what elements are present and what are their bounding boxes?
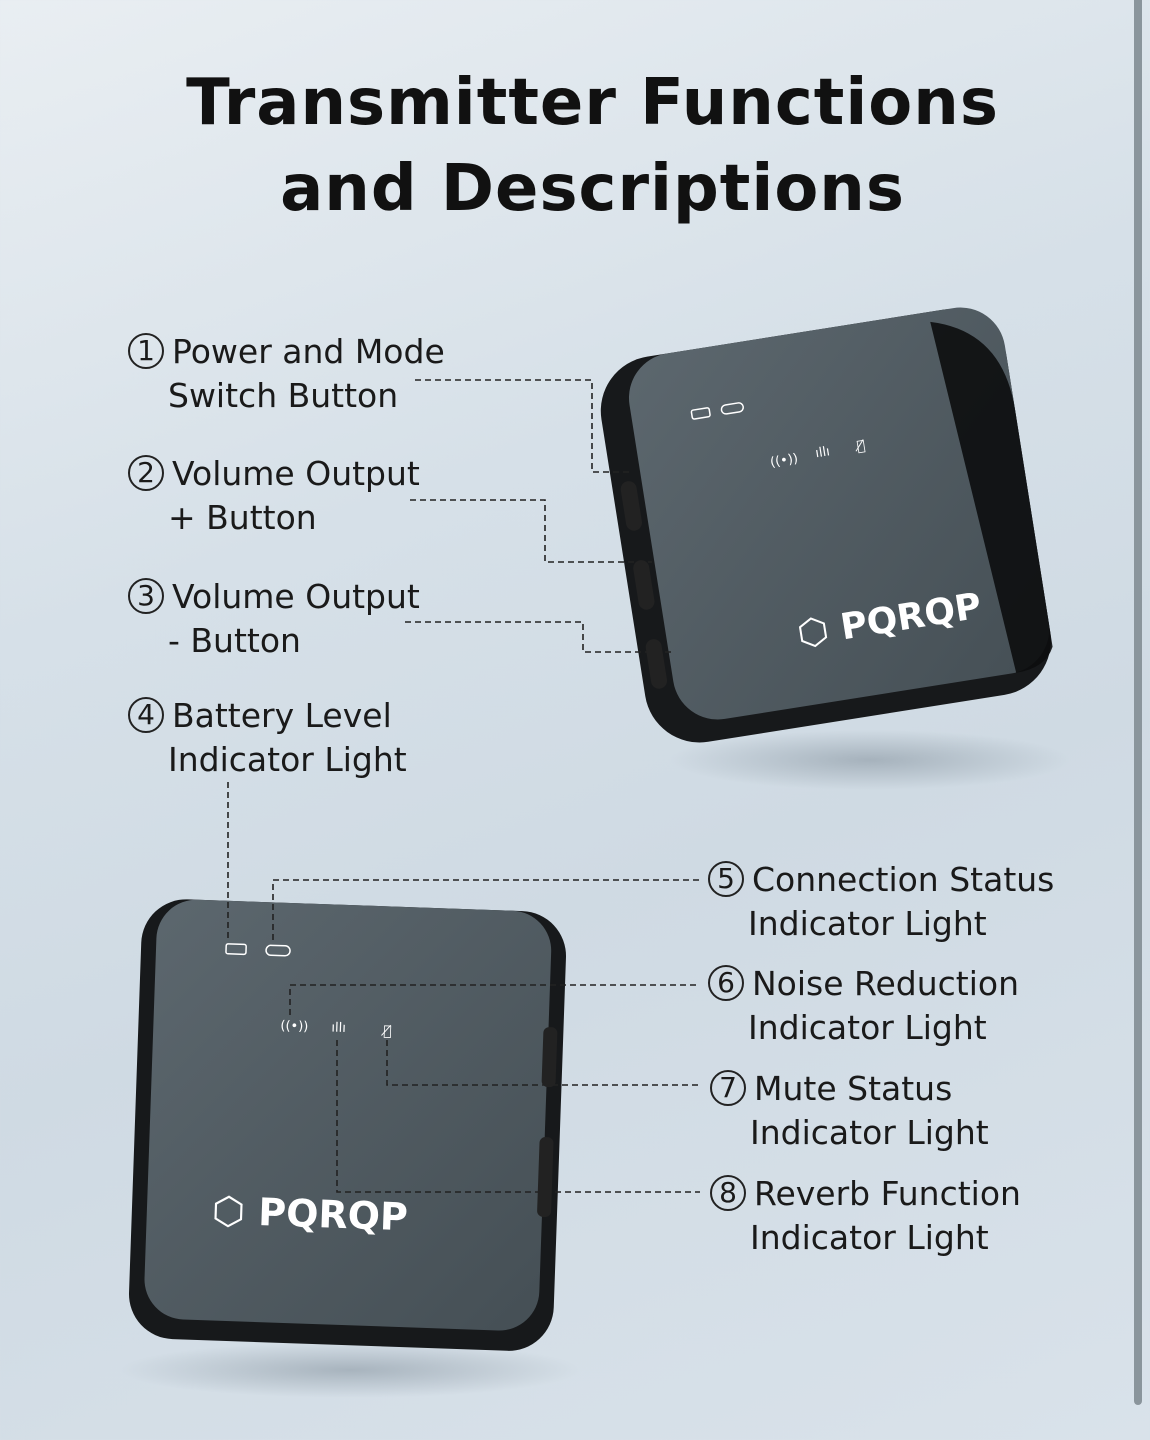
callout-number: 3 [128,578,164,614]
leader-line-7 [386,1040,700,1086]
callout-text: - Button [168,621,301,660]
leader-line-6 [289,984,700,1015]
callout-text: Indicator Light [750,1218,989,1257]
leader-line-8 [336,1040,700,1193]
callout-text: Switch Button [168,376,399,415]
callout-text: Indicator Light [750,1113,989,1152]
lower-transmitter: ((•)) ıllı 🎙̸ ⬡ PQRQP [128,899,567,1351]
callout-text: Power and Mode [172,332,445,371]
callout-number: 1 [128,333,164,369]
link-icon [720,402,745,415]
callout-text: Connection Status [752,860,1055,899]
lower-device-shadow [120,1342,580,1398]
callout-text: Indicator Light [168,740,407,779]
upper-device-shadow [670,730,1070,790]
leader-line-5 [272,879,700,940]
callout-text: + Button [168,498,317,537]
upper-transmitter: ((•)) ıllı 🎙̸ ⬡ PQRQP [600,307,1053,743]
callout-text: Mute Status [754,1069,953,1108]
callout-text: Indicator Light [748,904,987,943]
wireless-icon: ((•)) [280,1019,308,1035]
battery-icon [690,407,711,420]
callout-number: 2 [128,455,164,491]
leader-line-3 [405,621,672,653]
callout-text: Reverb Function [754,1174,1021,1213]
callout-text: Volume Output [172,577,420,616]
leader-lines [227,379,700,1193]
scrollbar[interactable] [1134,0,1142,1405]
brand-logo: ⬡ PQRQP [211,1188,408,1239]
wireless-icon: ((•)) [769,451,799,470]
reverb-icon: ıllı [331,1020,346,1035]
callout-number: 8 [710,1175,746,1211]
callout-number: 6 [708,965,744,1001]
callout-number: 4 [128,697,164,733]
callout-text: Volume Output [172,454,420,493]
link-icon [265,944,291,957]
battery-icon [225,943,247,956]
reverb-icon: ıllı [814,444,831,461]
callout-text: Noise Reduction [752,964,1019,1003]
leader-line-2 [410,499,652,563]
callout-text: Indicator Light [748,1008,987,1047]
title-line-1: Transmitter Functions [186,66,999,140]
page-title: Transmitter Functions and Descriptions [0,60,1150,232]
callout-number: 7 [710,1070,746,1106]
mute-icon: 🎙̸ [380,1023,392,1039]
leader-line-1 [415,379,632,473]
callout-text: Battery Level [172,696,392,735]
callout-number: 5 [708,861,744,897]
title-line-2: and Descriptions [280,152,905,226]
